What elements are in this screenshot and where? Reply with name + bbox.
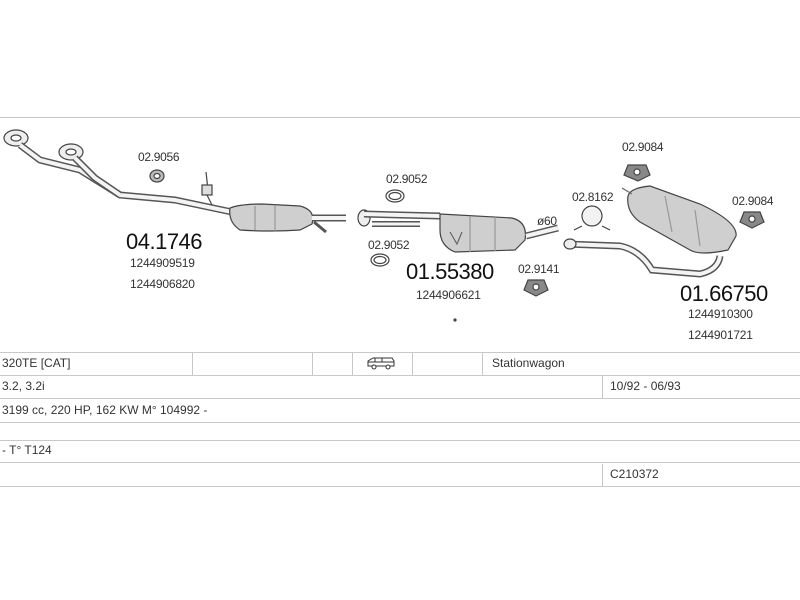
- clamp-b-drawing: [370, 253, 390, 267]
- rear-silencer-oe-1: 1244910300: [688, 307, 753, 321]
- table-row-catalogue: C210372: [0, 464, 800, 487]
- table-row-specs: 3199 cc, 220 HP, 162 KW M° 104992 -: [0, 400, 800, 423]
- rubber-mount-rear-a-code[interactable]: 02.9084: [622, 140, 664, 154]
- lambda-sensor-drawing: [201, 171, 213, 206]
- specs-cell: 3199 cc, 220 HP, 162 KW M° 104992 -: [2, 403, 208, 417]
- gasket-front-code[interactable]: 02.9056: [138, 150, 180, 164]
- station-wagon-icon: [366, 356, 396, 378]
- exhaust-system-diagram: [3, 129, 765, 322]
- years-cell: 10/92 - 06/93: [610, 379, 681, 393]
- rubber-mount-rear-b-code[interactable]: 02.9084: [732, 194, 774, 208]
- clamp-a-drawing: [385, 189, 405, 203]
- table-row-type: - T° T124: [0, 440, 800, 463]
- model-cell: 320TE [CAT]: [2, 356, 71, 370]
- rear-clamp-drawing: [573, 205, 611, 231]
- rubber-mount-rear-a-drawing: [623, 164, 651, 182]
- table-row-engines: 3.2, 3.2i 10/92 - 06/93: [0, 376, 800, 399]
- front-pipe-code[interactable]: 04.1746: [126, 229, 203, 254]
- rear-silencer-oe-2: 1244901721: [688, 328, 753, 342]
- diameter-label: ø60: [537, 214, 557, 228]
- middle-silencer-drawing: [357, 209, 559, 253]
- type-code-cell: - T° T124: [2, 443, 52, 457]
- rear-clamp-code[interactable]: 02.8162: [572, 190, 614, 204]
- clamp-a-code[interactable]: 02.9052: [386, 172, 428, 186]
- front-pipe-oe-2: 1244906820: [130, 277, 195, 291]
- middle-silencer-code[interactable]: 01.55380: [406, 259, 494, 284]
- engines-cell: 3.2, 3.2i: [2, 379, 45, 393]
- rubber-mount-mid-drawing: [523, 279, 549, 297]
- rear-silencer-drawing: [563, 185, 737, 278]
- rubber-mount-rear-b-drawing: [739, 211, 765, 229]
- body-type-cell: Stationwagon: [492, 356, 565, 370]
- middle-silencer-oe-1: 1244906621: [416, 288, 481, 302]
- catalogue-code-cell: C210372: [610, 467, 659, 481]
- rubber-mount-mid-code[interactable]: 02.9141: [518, 262, 560, 276]
- top-border: [0, 117, 800, 118]
- front-pipe-drawing: [3, 129, 346, 234]
- front-pipe-oe-1: 1244909519: [130, 256, 195, 270]
- table-row-model: 320TE [CAT] Stationwagon: [0, 352, 800, 376]
- table-row-spacer: [0, 424, 800, 441]
- clamp-b-code[interactable]: 02.9052: [368, 238, 410, 252]
- gasket-drawing: [149, 169, 165, 183]
- rear-silencer-code[interactable]: 01.66750: [680, 281, 768, 306]
